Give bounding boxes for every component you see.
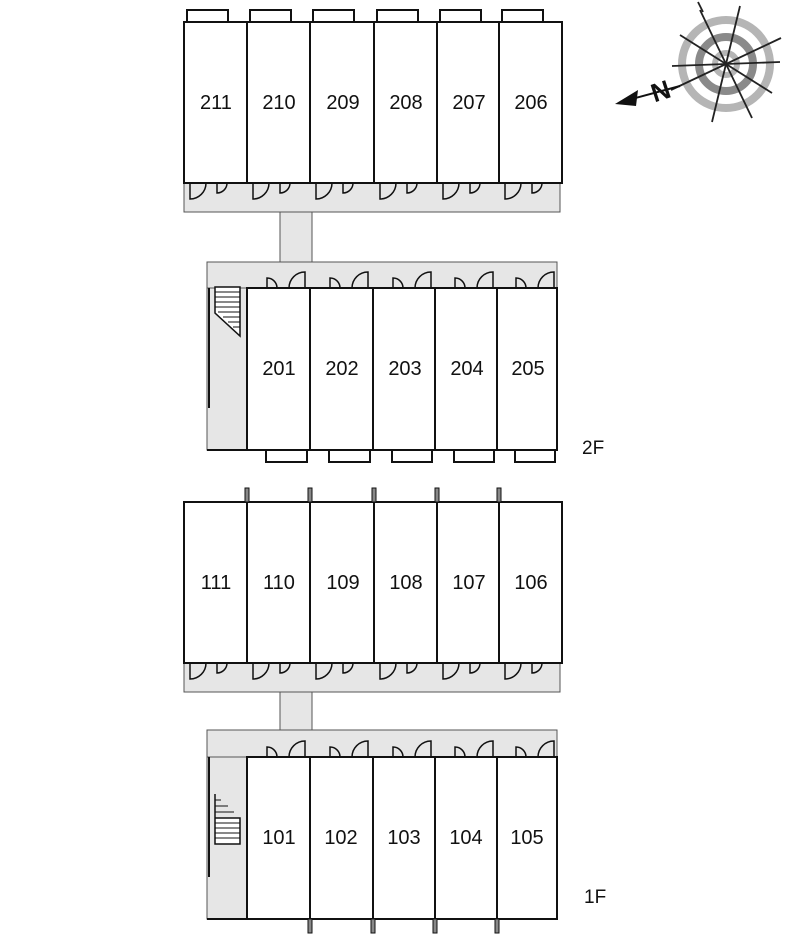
room-number: 206 (514, 92, 547, 114)
room-number: 209 (326, 92, 359, 114)
unit-row-1f-bottom: 101 102 103 104 105 (207, 740, 558, 934)
balconies-2f-top (186, 9, 544, 23)
unit-row-2f-bottom: 201 202 203 204 205 (207, 271, 558, 463)
corridor-2f-connector (279, 211, 313, 265)
compass-rose-icon: N (615, 1, 782, 123)
unit-block (246, 756, 558, 920)
doors-1f-top (189, 662, 543, 680)
room-number: 101 (262, 827, 295, 849)
wall-stubs-1f-bottom (307, 918, 500, 934)
room-number: 205 (511, 358, 544, 380)
unit-row-2f-top: 211 210 209 208 207 206 (183, 9, 563, 200)
floor-2f: 211 210 209 208 207 206 (183, 9, 604, 463)
room-number: 108 (389, 572, 422, 594)
room-number: 111 (201, 572, 231, 594)
unit-row-1f-top: 111 110 109 108 107 106 (183, 487, 563, 680)
room-number: 208 (389, 92, 422, 114)
room-number: 207 (452, 92, 485, 114)
corridor-1f-bottom (206, 729, 558, 758)
corridor-1f-connector (279, 691, 313, 733)
doors-1f-bottom (266, 740, 555, 758)
room-number: 201 (262, 358, 295, 380)
room-number: 210 (262, 92, 295, 114)
unit-block (246, 287, 558, 451)
room-number: 102 (324, 827, 357, 849)
room-number: 103 (387, 827, 420, 849)
doors-2f-top (189, 182, 543, 200)
floor-1f: 111 110 109 108 107 106 (183, 487, 606, 934)
room-number: 204 (450, 358, 483, 380)
corridor-2f-bottom (206, 261, 558, 289)
wall-stubs-1f-top (244, 487, 502, 503)
floor-label-1f: 1F (584, 887, 606, 908)
room-number: 105 (510, 827, 543, 849)
room-number: 109 (326, 572, 359, 594)
room-number: 202 (325, 358, 358, 380)
room-number: 203 (388, 358, 421, 380)
doors-2f-bottom (266, 271, 555, 289)
room-number: 211 (200, 92, 232, 114)
floor-label-2f: 2F (582, 438, 604, 459)
balconies-2f-bottom (265, 449, 556, 463)
staircase-1f (214, 794, 241, 845)
north-arrow-head (615, 90, 638, 106)
room-number: 104 (449, 827, 482, 849)
room-number: 107 (452, 572, 485, 594)
corridor-2f-top (183, 181, 561, 213)
corridor-1f-top (183, 661, 561, 693)
staircase-2f (214, 286, 241, 338)
north-letter: N (647, 74, 674, 108)
room-number: 110 (263, 572, 295, 594)
room-number: 106 (514, 572, 547, 594)
